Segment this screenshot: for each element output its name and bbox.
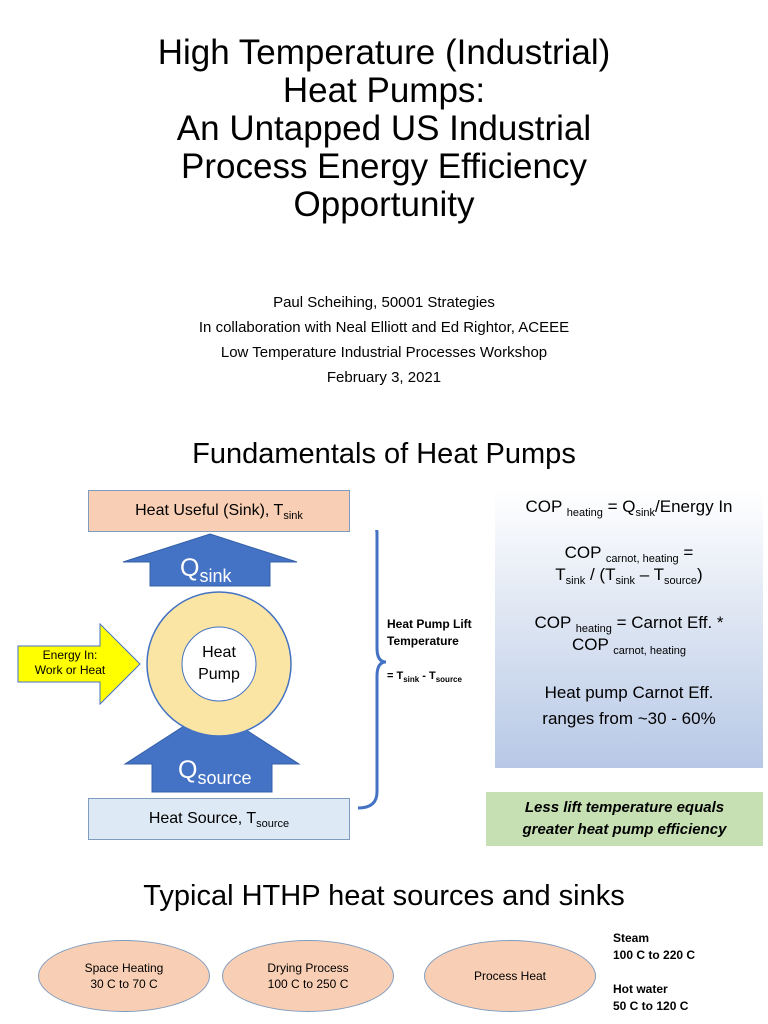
heat-pump-line: Pump xyxy=(198,666,240,683)
heat-pump-line: Heat xyxy=(202,644,236,661)
slide-title: High Temperature (Industrial) Heat Pumps… xyxy=(0,34,768,224)
lift-formula: = Tsink - Tsource xyxy=(387,670,462,684)
title-line: High Temperature (Industrial) xyxy=(157,33,611,72)
formula-part: – T xyxy=(635,565,664,584)
heat-pump-core xyxy=(181,626,257,702)
subtitle-block: Paul Scheihing, 50001 Strategies In coll… xyxy=(0,290,768,390)
drying-process-ellipse: Drying Process 100 C to 250 C xyxy=(222,940,394,1012)
energy-in-line: Work or Heat xyxy=(34,663,106,677)
carnot-range-line: ranges from ~30 - 60% xyxy=(542,709,716,728)
lift-formula-sub: source xyxy=(435,675,462,684)
lift-line: Temperature xyxy=(387,634,459,648)
q-sink-arrow xyxy=(122,533,298,587)
hot-water-label: Hot water xyxy=(613,982,668,996)
formula-part: /Energy In xyxy=(655,497,733,516)
heat-pump-diagram xyxy=(17,530,387,810)
steam-range: 100 C to 220 C xyxy=(613,948,696,962)
sink-box-subscript: sink xyxy=(283,510,303,522)
formula-sub: heating xyxy=(575,623,612,635)
lift-brace xyxy=(357,530,387,810)
formula-part: ) xyxy=(697,565,703,584)
formula-part: T xyxy=(555,565,566,584)
ellipse-line: 30 C to 70 C xyxy=(90,977,158,991)
sink-temperature-list: Steam 100 C to 220 C Hot water 50 C to 1… xyxy=(613,930,695,1015)
formula-part: = Carnot Eff. * xyxy=(611,613,724,632)
hot-water-range: 50 C to 120 C xyxy=(613,999,689,1013)
author-line: Paul Scheihing, 50001 Strategies xyxy=(273,294,495,311)
q-sink-label: Qsink xyxy=(180,554,232,586)
cop-formula-panel: COP heating = Qsink/Energy In COP carnot… xyxy=(495,490,763,768)
formula-part: / (T xyxy=(585,565,616,584)
note-line: greater heat pump efficiency xyxy=(522,821,727,838)
formula-sub: source xyxy=(664,575,698,587)
formula-part: = Q xyxy=(602,497,636,516)
formula-part: COP xyxy=(525,497,567,516)
lift-formula-sub: sink xyxy=(403,675,420,684)
source-box-subscript: source xyxy=(256,818,290,830)
sources-sinks-heading: Typical HTHP heat sources and sinks xyxy=(143,880,625,912)
cop-heating-formula: COP heating = Qsink/Energy In xyxy=(495,496,763,519)
q-sink-subscript: sink xyxy=(199,566,232,586)
formula-part: COP xyxy=(564,543,606,562)
title-line: Opportunity xyxy=(293,185,475,224)
energy-in-label: Energy In: Work or Heat xyxy=(18,648,122,678)
formula-sub: sink xyxy=(615,575,636,587)
sink-box-label: Heat Useful (Sink), Tsink xyxy=(135,502,303,522)
title-line: An Untapped US Industrial xyxy=(176,109,592,148)
lift-line: Heat Pump Lift xyxy=(387,617,472,631)
title-line: Heat Pumps: xyxy=(282,71,486,110)
formula-sub: sink xyxy=(565,575,586,587)
cop-efficiency-formula-line2: COP carnot, heating xyxy=(495,634,763,657)
cop-carnot-formula-line2: Tsink / (Tsink – Tsource) xyxy=(495,564,763,587)
energy-in-arrow xyxy=(17,622,141,706)
event-line: Low Temperature Industrial Processes Wor… xyxy=(220,344,548,361)
formula-part: COP xyxy=(571,635,614,654)
ellipse-line: Space Heating xyxy=(84,961,164,975)
date-line: February 3, 2021 xyxy=(326,369,442,386)
ellipse-line: 100 C to 250 C xyxy=(267,977,349,991)
q-source-arrow xyxy=(123,707,301,793)
heat-source-box: Heat Source, Tsource xyxy=(88,798,350,840)
formula-sub: carnot, heating xyxy=(605,553,679,565)
collaboration-line: In collaboration with Neal Elliott and E… xyxy=(198,319,570,336)
heat-sink-box: Heat Useful (Sink), Tsink xyxy=(88,490,350,532)
q-sink-main: Q xyxy=(180,554,200,582)
formula-sub: carnot, heating xyxy=(613,645,687,657)
space-heating-ellipse: Space Heating 30 C to 70 C xyxy=(38,940,210,1012)
lift-temperature-label: Heat Pump Lift Temperature xyxy=(387,616,472,650)
ellipse-line: Process Heat xyxy=(473,969,547,983)
title-line: Process Energy Efficiency xyxy=(181,147,587,186)
steam-label: Steam xyxy=(613,931,650,945)
source-box-label: Heat Source, Tsource xyxy=(148,810,290,830)
process-heat-ellipse: Process Heat xyxy=(424,940,596,1012)
cop-carnot-formula-line1: COP carnot, heating = xyxy=(495,542,763,565)
carnot-range-line: Heat pump Carnot Eff. xyxy=(544,683,714,702)
cop-efficiency-formula-line1: COP heating = Carnot Eff. * xyxy=(495,612,763,635)
lift-formula-part: - T xyxy=(419,670,436,682)
lift-efficiency-note: Less lift temperature equals greater hea… xyxy=(486,792,763,846)
note-line: Less lift temperature equals xyxy=(524,799,725,816)
formula-part: COP xyxy=(534,613,576,632)
q-source-main: Q xyxy=(178,756,198,784)
formula-part: = xyxy=(678,543,694,562)
heat-pump-label: Heat Pump xyxy=(182,642,256,686)
formula-sub: sink xyxy=(635,507,656,519)
energy-in-line: Energy In: xyxy=(42,648,98,662)
source-box-text: Heat Source, T xyxy=(148,810,257,827)
ellipse-line: Drying Process xyxy=(267,961,349,975)
fundamentals-heading: Fundamentals of Heat Pumps xyxy=(192,438,576,470)
q-source-label: Qsource xyxy=(178,756,252,788)
lift-formula-part: = T xyxy=(387,670,404,682)
formula-sub: heating xyxy=(566,507,603,519)
q-source-subscript: source xyxy=(197,768,252,788)
sink-box-text: Heat Useful (Sink), T xyxy=(135,502,284,519)
